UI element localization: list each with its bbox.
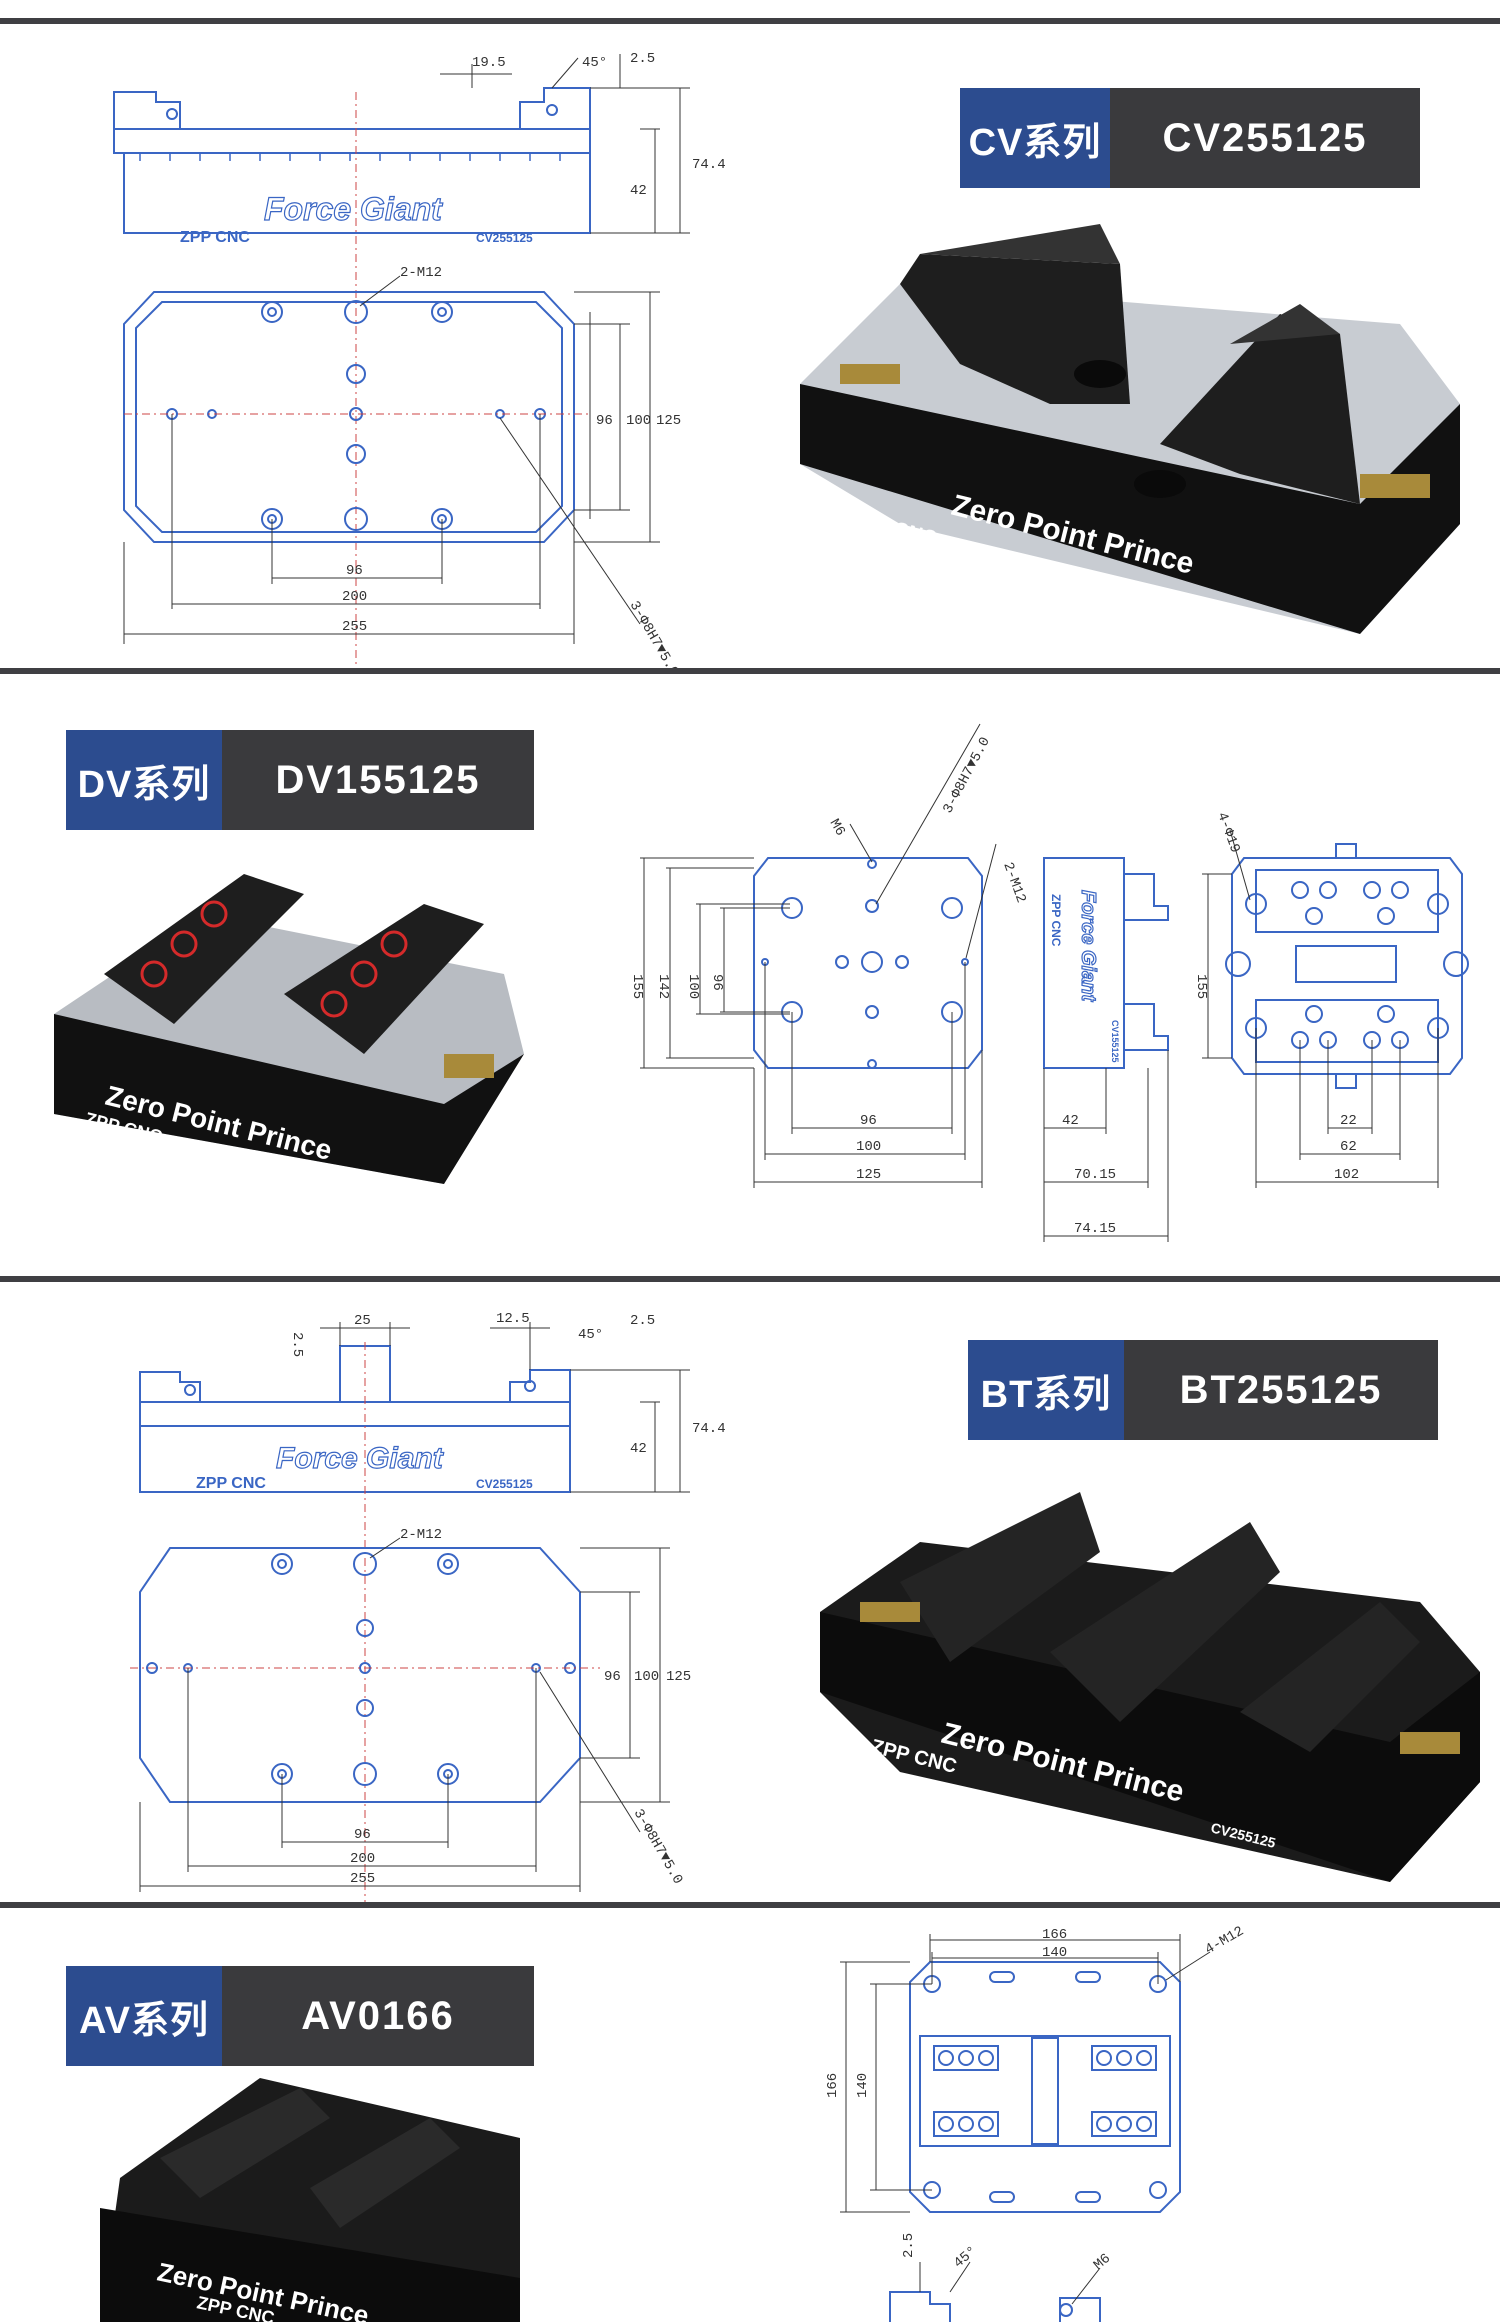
series-label: CV系列	[960, 88, 1110, 188]
dim-label: 12.5	[496, 1311, 530, 1327]
dim-label: 200	[342, 589, 367, 605]
dim-label: 142	[655, 974, 671, 999]
dim-label: 45°	[578, 1327, 603, 1343]
drawing-code: CV155125	[1110, 1020, 1120, 1063]
dim-label: 4-Φ19	[1213, 810, 1242, 855]
bt-technical-drawing: Force Giant ZPP CNC CV255125 2.5 25 12.5…	[130, 1311, 726, 1902]
dim-label: 100	[626, 413, 651, 429]
series-label: BT系列	[968, 1340, 1124, 1440]
cv-technical-drawing: Force Giant ZPP CNC CV255125 19.5 45° 2.…	[113, 51, 726, 668]
section-bt: Force Giant ZPP CNC CV255125 2.5 25 12.5…	[0, 1282, 1500, 1902]
section-divider	[0, 1276, 1500, 1282]
dim-label: 166	[1042, 1927, 1067, 1943]
dv-product-image: Zero Point Prince ZPP CNC DV155125	[54, 874, 524, 1191]
drawing-brand: Force Giant	[1077, 890, 1099, 1002]
dim-label: 100	[856, 1139, 881, 1155]
section-divider	[0, 668, 1500, 674]
dim-label: 125	[666, 1669, 691, 1685]
drawing-brand: Force Giant	[264, 191, 443, 227]
dim-label: 140	[855, 2073, 871, 2098]
dim-label: 74.4	[692, 1421, 726, 1437]
series-tag: CV系列 CV255125	[960, 88, 1420, 188]
section-divider	[0, 18, 1500, 24]
drawing-maker: ZPP CNC	[1049, 894, 1063, 947]
dim-label: 42	[630, 183, 647, 199]
dim-label: 96	[354, 1827, 371, 1843]
product-code: DV155125	[258, 1163, 317, 1190]
dim-label: M6	[826, 817, 848, 840]
dim-label: 62	[1340, 1139, 1357, 1155]
dim-label: 255	[342, 619, 367, 635]
dim-label: 3-Φ8H7▼5.0	[626, 599, 682, 669]
dim-label: 2-M12	[400, 265, 442, 281]
dim-label: 100	[634, 1669, 659, 1685]
dim-label: 96	[709, 974, 725, 991]
dim-label: 96	[860, 1113, 877, 1129]
dim-label: 45°	[582, 55, 607, 71]
series-tag: DV系列 DV155125	[66, 730, 534, 830]
dim-label: 22	[1340, 1113, 1357, 1129]
dim-label: 96	[346, 563, 363, 579]
model-label: DV155125	[222, 730, 534, 830]
dim-label: 74.15	[1074, 1221, 1116, 1237]
section-dv: DV系列 DV155125 Zero Point Prince ZPP CNC …	[0, 674, 1500, 1276]
dim-label: 140	[1042, 1945, 1067, 1961]
dim-label: 3-Φ8H7▼5.0	[630, 1807, 686, 1888]
dim-label: 96	[604, 1669, 621, 1685]
drawing-brand: Force Giant	[276, 1442, 445, 1475]
cv-product-image: Zero Point Prince ZPP CNC CV255125	[800, 224, 1460, 634]
dim-label: 70.15	[1074, 1167, 1116, 1183]
series-tag: BT系列 BT255125	[968, 1340, 1438, 1440]
av-product-image: Zero Point Prince ZPP CNC	[100, 2078, 520, 2322]
dv-technical-drawing: M6 3-Φ8H7▼5.0 2-M12 155 142 100 96 96 10…	[629, 723, 1469, 1242]
model-label: BT255125	[1124, 1340, 1438, 1440]
dim-label: 2-M12	[999, 860, 1028, 905]
dim-label: 200	[350, 1851, 375, 1867]
series-label: AV系列	[66, 1966, 222, 2066]
section-cv: Force Giant ZPP CNC CV255125 19.5 45° 2.…	[0, 24, 1500, 668]
dim-label: 102	[1334, 1167, 1359, 1183]
dim-label: 2.5	[630, 1313, 655, 1329]
series-tag: AV系列 AV0166	[66, 1966, 534, 2066]
dim-label: 166	[825, 2073, 841, 2098]
dim-label: 155	[629, 974, 645, 999]
dim-label: 42	[630, 1441, 647, 1457]
dim-label: 74.4	[692, 157, 726, 173]
av-technical-drawing: 166 140 4-M12 166 140 2.5 45° M6	[825, 1923, 1247, 2322]
dim-label: 42	[1062, 1113, 1079, 1129]
dim-label: 2-M12	[400, 1527, 442, 1543]
bt-product-image: Zero Point Prince ZPP CNC CV255125	[820, 1492, 1480, 1882]
dim-label: 125	[856, 1167, 881, 1183]
dim-label: 19.5	[472, 55, 506, 71]
dim-label: 100	[685, 974, 701, 999]
drawing-code: CV255125	[476, 231, 533, 245]
dim-label: 25	[354, 1313, 371, 1329]
drawing-code: CV255125	[476, 1477, 533, 1491]
dim-label: M6	[1091, 2251, 1114, 2274]
series-label: DV系列	[66, 730, 222, 830]
dim-label: 96	[596, 413, 613, 429]
dim-label: 255	[350, 1871, 375, 1887]
dim-label: 45°	[951, 2243, 981, 2271]
model-label: CV255125	[1110, 88, 1420, 188]
dim-label: 2.5	[289, 1332, 305, 1357]
dim-label: 4-M12	[1203, 1923, 1247, 1958]
section-av: AV系列 AV0166 Zero Point Prince ZPP CNC	[0, 1908, 1500, 2322]
dim-label: 155	[1193, 974, 1209, 999]
section-divider	[0, 1902, 1500, 1908]
drawing-maker: ZPP CNC	[196, 1475, 266, 1492]
dim-label: 2.5	[901, 2233, 917, 2258]
drawing-maker: ZPP CNC	[180, 229, 250, 246]
dim-label: 125	[656, 413, 681, 429]
model-label: AV0166	[222, 1966, 534, 2066]
dim-label: 2.5	[630, 51, 655, 67]
